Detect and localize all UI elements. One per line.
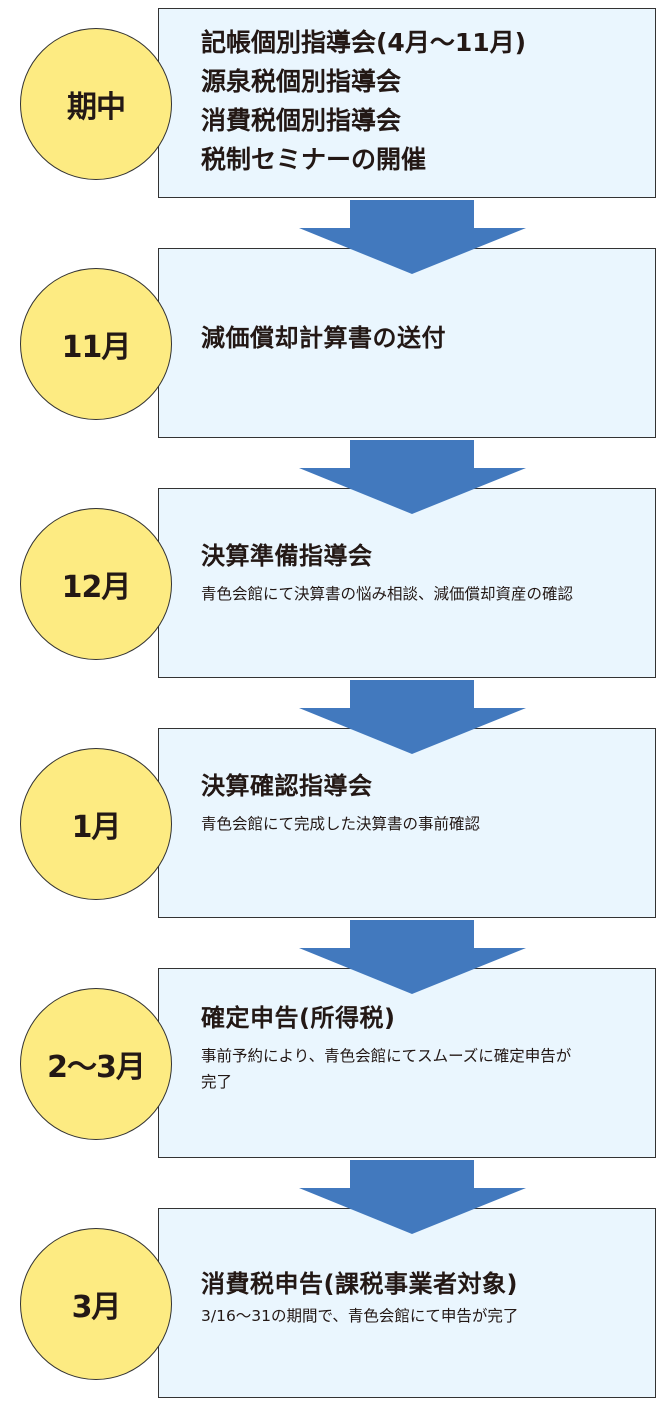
down-arrow-icon xyxy=(299,440,526,514)
box-step-2: 減価償却計算書の送付 xyxy=(158,248,656,438)
period-circle-5: 2〜3月 xyxy=(20,988,172,1140)
period-circle-1: 期中 xyxy=(20,28,172,180)
box-step-6: 消費税申告(課税事業者対象) 3/16〜31の期間で、青色会館にて申告が完了 xyxy=(158,1208,656,1398)
step-2-title: 減価償却計算書の送付 xyxy=(201,324,446,352)
period-circle-4: 1月 xyxy=(20,748,172,900)
step-4-desc: 青色会館にて完成した決算書の事前確認 xyxy=(201,815,481,833)
period-circle-3: 12月 xyxy=(20,508,172,660)
period-circle-2: 11月 xyxy=(20,268,172,420)
period-circle-6: 3月 xyxy=(20,1228,172,1380)
step-5-desc: 事前予約により、青色会館にてスムーズに確定申告が完了 xyxy=(201,1047,572,1091)
box-step-1: 記帳個別指導会(4月〜11月) 源泉税個別指導会 消費税個別指導会 税制セミナー… xyxy=(158,8,656,198)
step-5-title: 確定申告(所得税) xyxy=(201,1004,396,1032)
down-arrow-icon xyxy=(299,1160,526,1234)
box-step-4: 決算確認指導会 青色会館にて完成した決算書の事前確認 xyxy=(158,728,656,918)
down-arrow-icon xyxy=(299,680,526,754)
step-3-desc: 青色会館にて決算書の悩み相談、減価償却資産の確認 xyxy=(201,585,574,603)
down-arrow-icon xyxy=(299,200,526,274)
step-1-line-1: 記帳個別指導会(4月〜11月) xyxy=(201,28,527,57)
step-4-title: 決算確認指導会 xyxy=(201,772,373,800)
step-3-title: 決算準備指導会 xyxy=(201,542,373,570)
step-6-title: 消費税申告(課税事業者対象) xyxy=(201,1270,518,1298)
step-6-desc: 3/16〜31の期間で、青色会館にて申告が完了 xyxy=(201,1307,519,1325)
step-1-line-3: 消費税個別指導会 xyxy=(201,106,402,135)
step-1-line-2: 源泉税個別指導会 xyxy=(201,67,402,96)
down-arrow-icon xyxy=(299,920,526,994)
box-step-3: 決算準備指導会 青色会館にて決算書の悩み相談、減価償却資産の確認 xyxy=(158,488,656,678)
step-1-line-4: 税制セミナーの開催 xyxy=(201,145,427,174)
